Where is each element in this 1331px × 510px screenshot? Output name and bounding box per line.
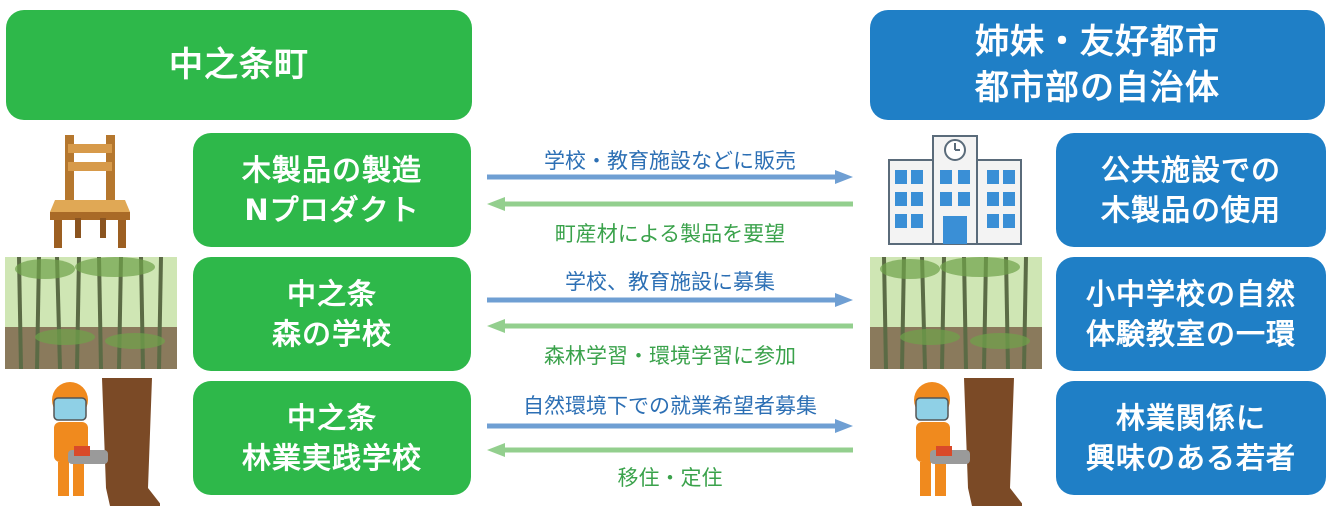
row2-left-box: 中之条 森の学校: [193, 257, 471, 371]
lumberjack-chainsaw-icon-left: [40, 378, 162, 506]
row3-left-line-1: 中之条: [286, 401, 377, 435]
row3-forward-arrow: [487, 419, 853, 433]
row2-back-label: 森林学習・環境学習に参加: [544, 344, 796, 368]
row2-back-arrow: [487, 319, 853, 333]
right-header-line-2: 都市部の自治体: [975, 68, 1220, 108]
row1-right-line-1: 公共施設での: [1100, 153, 1281, 187]
row3-back-arrow: [487, 443, 853, 457]
row2-forward-label: 学校、教育施設に募集: [565, 270, 775, 294]
row1-right-line-2: 木製品の使用: [1100, 193, 1281, 227]
row2-left-line-2: 森の学校: [271, 317, 392, 351]
row3-right-box: 林業関係に 興味のある若者: [1056, 381, 1326, 495]
right-header-line-1: 姉妹・友好都市: [975, 22, 1220, 62]
row2-right-box: 小中学校の自然 体験教室の一環: [1056, 257, 1326, 371]
left-header: 中之条町: [6, 10, 472, 120]
right-header: 姉妹・友好都市 都市部の自治体: [870, 10, 1325, 120]
row1-left-box: 木製品の製造 Nプロダクト: [193, 133, 471, 247]
row2-forward-arrow: [487, 293, 853, 307]
forest-photo-right: [870, 256, 1042, 370]
row1-back-label: 町産材による製品を要望: [554, 222, 786, 246]
left-header-text: 中之条町: [169, 45, 309, 85]
row1-forward-label: 学校・教育施設などに販売: [544, 149, 796, 173]
wooden-chair-icon: [30, 130, 150, 250]
row1-left-line-1: 木製品の製造: [241, 153, 422, 187]
row1-back-arrow: [487, 197, 853, 211]
row3-left-line-2: 林業実践学校: [241, 441, 422, 475]
row2-right-line-1: 小中学校の自然: [1085, 277, 1296, 311]
row3-right-line-1: 林業関係に: [1115, 401, 1266, 435]
row2-right-line-2: 体験教室の一環: [1085, 317, 1296, 351]
row3-right-line-2: 興味のある若者: [1085, 441, 1296, 475]
lumberjack-chainsaw-icon-right: [902, 378, 1024, 506]
school-building-icon: [885, 130, 1025, 246]
forest-photo-left: [5, 256, 177, 370]
row1-right-box: 公共施設での 木製品の使用: [1056, 133, 1326, 247]
row2-left-line-1: 中之条: [286, 277, 377, 311]
row3-forward-label: 自然環境下での就業希望者募集: [523, 394, 817, 418]
row1-left-line-2: Nプロダクト: [244, 193, 420, 227]
row3-left-box: 中之条 林業実践学校: [193, 381, 471, 495]
row3-back-label: 移住・定住: [617, 466, 723, 490]
row1-forward-arrow: [487, 170, 853, 184]
